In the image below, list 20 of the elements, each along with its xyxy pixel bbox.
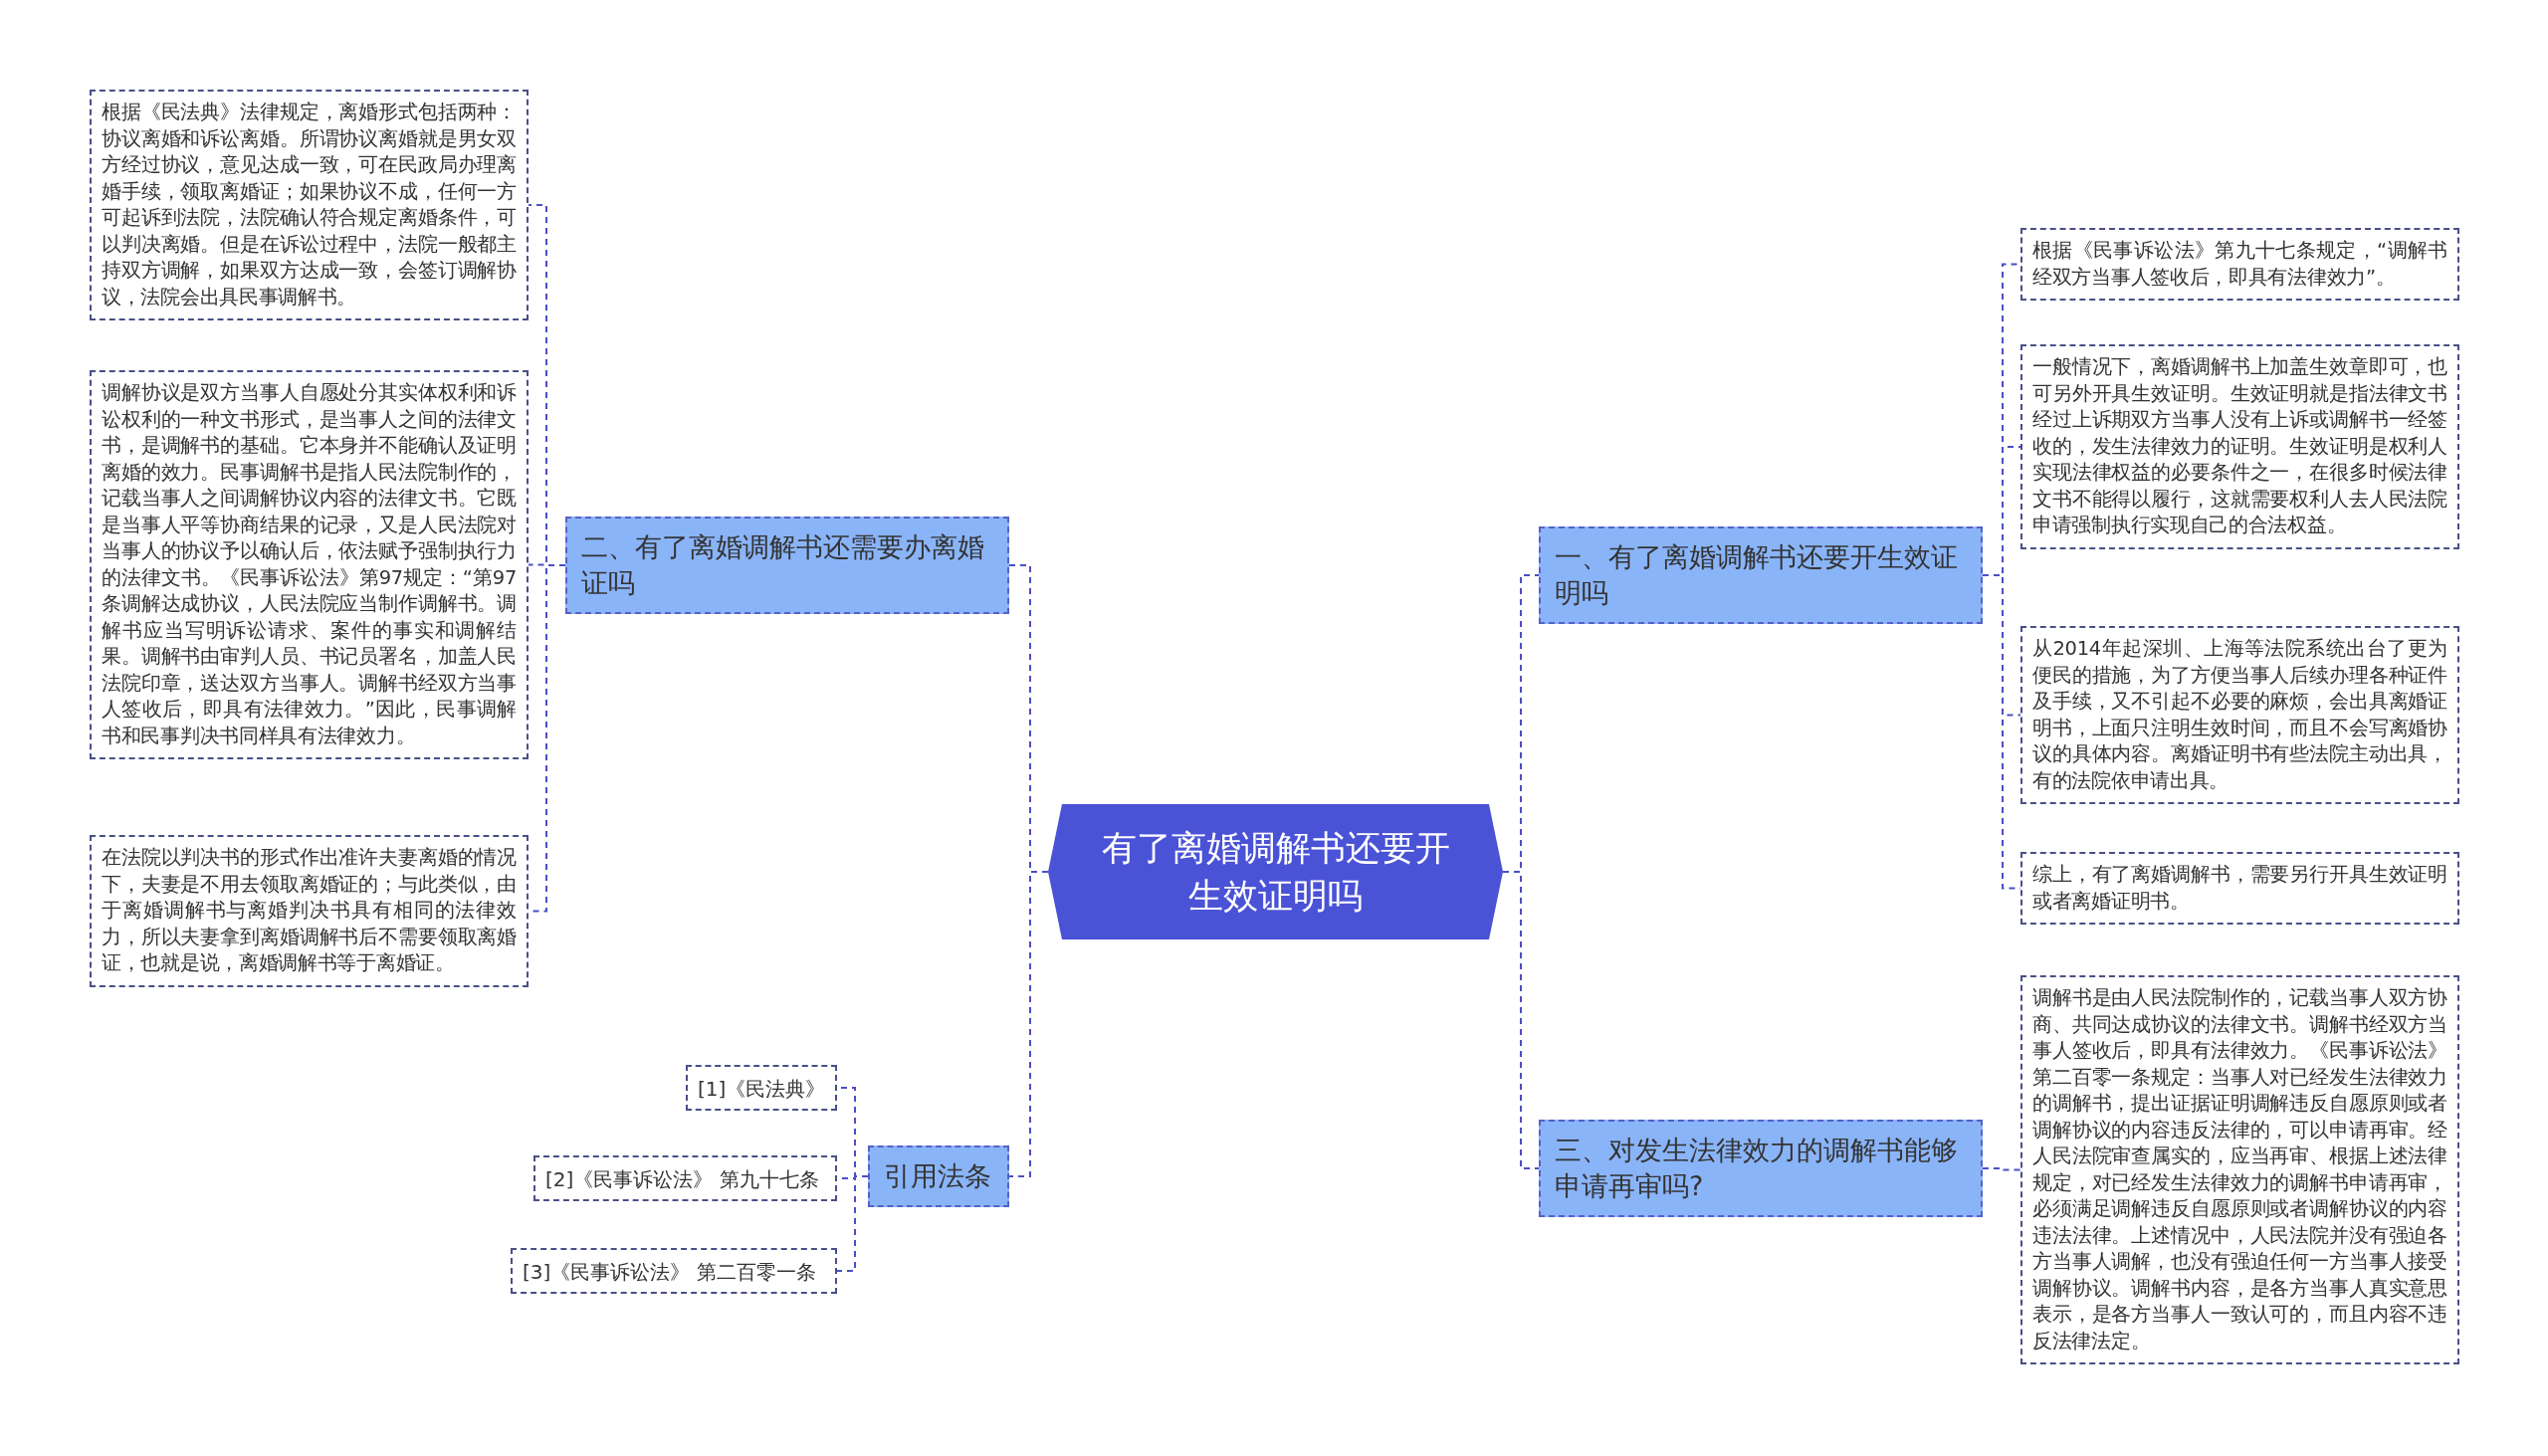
text-box: 在法院以判决书的形式作出准许夫妻离婚的情况下，夫妻是不用去领取离婚证的；与此类似，由于离婚调解书与离婚判决书具有相同的法律效力，所以夫妻拿到离婚调解书后不需要领取离婚证，也就是说，离婚调解书等于离婚证。 [90,835,529,987]
connector [1982,1167,2021,1171]
text-box: 调解书是由人民法院制作的，记载当事人双方协商、共同达成协议的法律文书。调解书经双方当事人签收后，即具有法律效力。《民事诉讼法》第二百零一条规定：当事人对已经发生法律效力的调解书，提出证据证明调解违反自愿原则或者调解协议的内容违反法律的，可以申请再审。经人民法院审查属实的，应当再审、根据上述法律规定，对已经发生法律效力的调解书申请再审，必须满足调解违反自愿原则或者调解协议的内容违法法律。上述情况中，人民法院并没有强迫各方当事人调解，也没有强迫任何一方当事人接受调解协议。调解书内容，是各方当事人真实意思表示，是各方当事人一致认可的，而且内容不违反法律法定。 [2020,975,2459,1364]
text-box: 从2014年起深圳、上海等法院系统出台了更为便民的措施，为了方便当事人后续办理各种证件及手续，又不引起不必要的麻烦，会出具离婚证明书，上面只注明生效时间，而且不会写离婚协议的具体内容。离婚证明书有些法院主动出具，有的法院依申请出具。 [2020,626,2459,804]
connector [1008,871,1049,1177]
topic-box: 二、有了离婚调解书还需要办离婚证吗 [565,517,1009,614]
topic-box: 一、有了离婚调解书还要开生效证明吗 [1539,526,1983,624]
text-box: 调解协议是双方当事人自愿处分其实体权利和诉讼权利的一种文书形式，是当事人之间的法律文书，是调解书的基础。它本身并不能确认及证明离婚的效力。民事调解书是指人民法院制作的，记载当事人之间调解协议内容的法律文书。它既是当事人平等协商结果的记录，又是人民法院对当事人的协议予以确认后，依法赋予强制执行力的法律文书。《民事诉讼法》第97规定：“第97条调解达成协议，人民法院应当制作调解书。调解书应当写明诉讼请求、案件的事实和调解结果。调解书由审判人员、书记员署名，加盖人民法院印章，送达双方当事人。调解书经双方当事人签收后，即具有法律效力。”因此，民事调解书和民事判决书同样具有法律效力。 [90,370,529,759]
text-box: 根据《民事诉讼法》第九十七条规定，“调解书经双方当事人签收后，即具有法律效力”。 [2020,228,2459,301]
reference-box: [2]《民事诉讼法》 第九十七条 [533,1155,837,1201]
text-box: 综上，有了离婚调解书，需要另行开具生效证明或者离婚证明书。 [2020,852,2459,925]
central-topic: 有了离婚调解书还要开生效证明吗 [1048,804,1503,939]
topic-box: 三、对发生法律效力的调解书能够申请再审吗? [1539,1120,1983,1217]
text-box: 根据《民法典》法律规定，离婚形式包括两种：协议离婚和诉讼离婚。所谓协议离婚就是男女双方经过协议，意见达成一致，可在民政局办理离婚手续，领取离婚证；如果协议不成，任何一方可起诉到法院，法院确认符合规定离婚条件，可以判决离婚。但是在诉讼过程中，法院一般都主持双方调解，如果双方达成一致，会签订调解协议，法院会出具民事调解书。 [90,90,529,320]
connector [836,1175,869,1272]
reference-box: [3]《民事诉讼法》 第二百零一条 [511,1248,837,1294]
reference-box: [1]《民法典》 [686,1065,837,1111]
topic-box: 引用法条 [868,1145,1009,1207]
text-box: 一般情况下，离婚调解书上加盖生效章即可，也可另外开具生效证明。生效证明就是指法律文书经过上诉期双方当事人没有上诉或调解书一经签收的，发生法律效力的证明。生效证明是权利人实现法律权益的必要条件之一，在很多时候法律文书不能得以履行，这就需要权利人去人民法院申请强制执行实现自己的合法权益。 [2020,344,2459,549]
connector [1502,871,1540,1169]
